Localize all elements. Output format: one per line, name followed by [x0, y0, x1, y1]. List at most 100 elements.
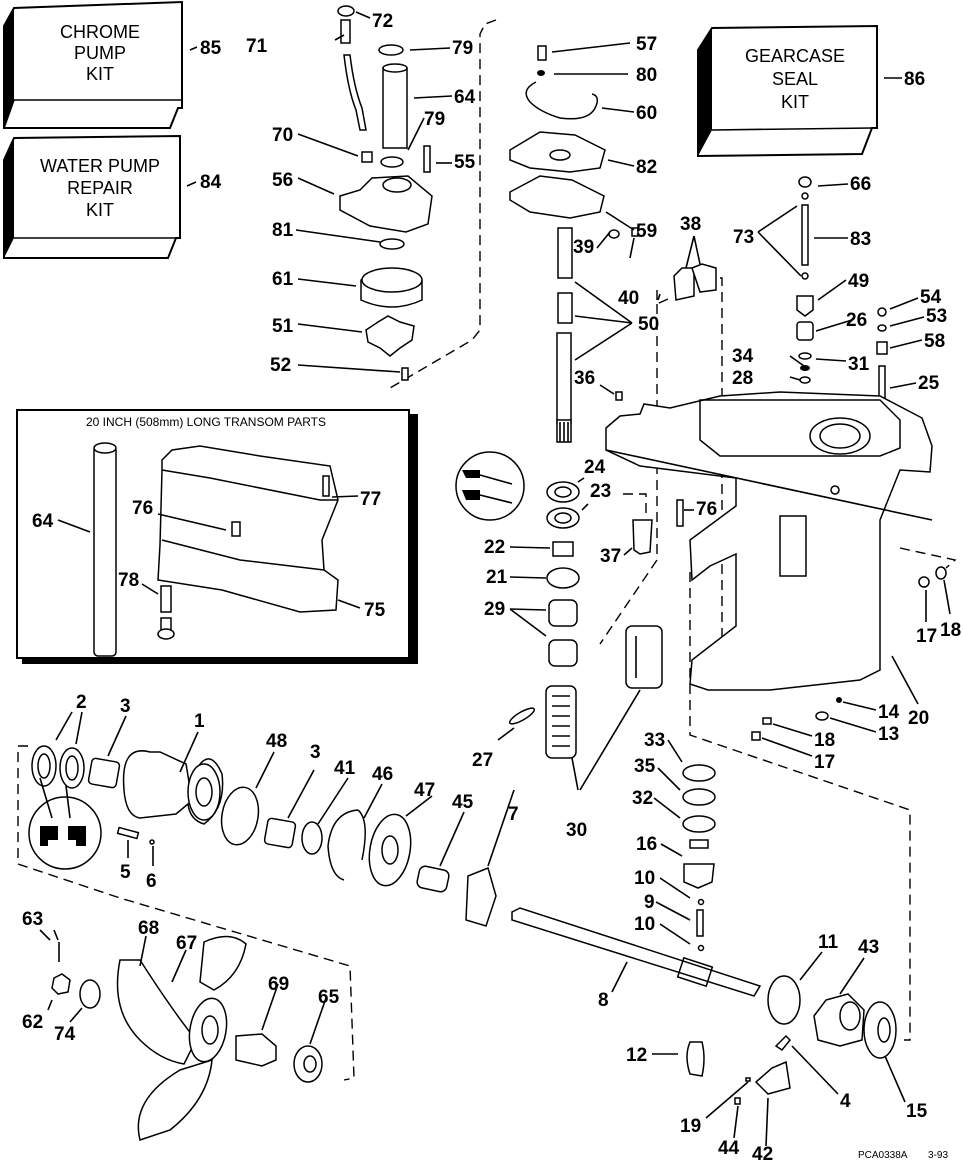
callout-72[interactable]: 72 [372, 11, 393, 32]
callout-40[interactable]: 40 [618, 288, 639, 309]
callout-23[interactable]: 23 [590, 481, 611, 502]
callout-33[interactable]: 33 [644, 730, 665, 751]
callout-25[interactable]: 25 [918, 373, 940, 394]
callout-34[interactable]: 34 [732, 346, 754, 367]
callout-18[interactable]: 18 [940, 620, 961, 641]
callout-31[interactable]: 31 [848, 354, 870, 375]
part-66-seal [798, 176, 812, 188]
callout-1[interactable]: 1 [194, 711, 205, 732]
callout-13[interactable]: 13 [878, 724, 899, 745]
callout-39[interactable]: 39 [573, 237, 594, 258]
callout-67[interactable]: 67 [176, 933, 197, 954]
callout-19[interactable]: 19 [680, 1116, 701, 1137]
callout-10[interactable]: 10 [634, 868, 655, 889]
callout-70[interactable]: 70 [272, 125, 293, 146]
callout-15[interactable]: 15 [906, 1101, 928, 1122]
callout-54[interactable]: 54 [920, 287, 942, 308]
callout-83[interactable]: 83 [850, 229, 871, 250]
callout-7[interactable]: 7 [508, 804, 519, 825]
callout-86[interactable]: 86 [904, 69, 925, 90]
callout-2[interactable]: 2 [76, 692, 87, 713]
callout-50[interactable]: 50 [638, 314, 659, 335]
callout-14[interactable]: 14 [878, 702, 900, 723]
callout-30[interactable]: 30 [566, 820, 587, 841]
callout-65[interactable]: 65 [318, 987, 340, 1008]
callout-8[interactable]: 8 [598, 990, 609, 1011]
water-screen-group [497, 625, 663, 791]
callout-32[interactable]: 32 [632, 788, 653, 809]
callout-61[interactable]: 61 [272, 269, 294, 290]
inset-callout-78[interactable]: 78 [118, 570, 139, 591]
callout-47[interactable]: 47 [414, 780, 435, 801]
callout-42[interactable]: 42 [752, 1144, 773, 1163]
callout-58[interactable]: 58 [924, 331, 945, 352]
callout-51[interactable]: 51 [272, 316, 294, 337]
callout-46[interactable]: 46 [372, 764, 393, 785]
inset-callout-75[interactable]: 75 [364, 600, 386, 621]
callout-84[interactable]: 84 [200, 172, 222, 193]
callout-37[interactable]: 37 [600, 546, 621, 567]
callout-48[interactable]: 48 [266, 731, 287, 752]
callout-41[interactable]: 41 [334, 758, 356, 779]
callout-4[interactable]: 4 [840, 1091, 851, 1112]
callout-3[interactable]: 3 [310, 742, 321, 763]
callout-36[interactable]: 36 [574, 368, 595, 389]
callout-73[interactable]: 73 [733, 227, 754, 248]
callout-76[interactable]: 76 [696, 499, 717, 520]
callout-79[interactable]: 79 [452, 38, 473, 59]
callout-81[interactable]: 81 [272, 220, 294, 241]
callout-79[interactable]: 79 [424, 109, 445, 130]
callout-62[interactable]: 62 [22, 1012, 43, 1033]
callout-16[interactable]: 16 [636, 834, 657, 855]
callout-12[interactable]: 12 [626, 1045, 647, 1066]
callout-85[interactable]: 85 [200, 38, 222, 59]
callout-57[interactable]: 57 [636, 34, 657, 55]
callout-69[interactable]: 69 [268, 974, 289, 995]
kit-box-chrome-pump[interactable]: CHROME PUMP KIT [3, 0, 183, 129]
inset-callout-76[interactable]: 76 [132, 498, 153, 519]
callout-82[interactable]: 82 [636, 157, 657, 178]
inset-callout-64[interactable]: 64 [32, 511, 54, 532]
callout-63[interactable]: 63 [22, 909, 43, 930]
callout-60[interactable]: 60 [636, 103, 657, 124]
callout-53[interactable]: 53 [926, 306, 947, 327]
part-81-seal [379, 238, 405, 250]
callout-64[interactable]: 64 [454, 87, 476, 108]
callout-3[interactable]: 3 [120, 696, 131, 717]
callout-22[interactable]: 22 [484, 537, 505, 558]
callout-80[interactable]: 80 [636, 65, 657, 86]
callout-6[interactable]: 6 [146, 871, 157, 892]
part-3-bearing [87, 757, 121, 789]
callout-9[interactable]: 9 [644, 892, 655, 913]
callout-44[interactable]: 44 [718, 1138, 740, 1159]
callout-17[interactable]: 17 [814, 752, 835, 773]
callout-27[interactable]: 27 [472, 750, 493, 771]
callout-45[interactable]: 45 [452, 792, 474, 813]
kit-box-water-pump-repair[interactable]: WATER PUMP REPAIR KIT [3, 134, 181, 259]
callout-20[interactable]: 20 [908, 708, 929, 729]
callout-29[interactable]: 29 [484, 599, 505, 620]
callout-38[interactable]: 38 [680, 214, 701, 235]
callout-66[interactable]: 66 [850, 174, 871, 195]
callout-10[interactable]: 10 [634, 914, 655, 935]
callout-68[interactable]: 68 [138, 918, 159, 939]
callout-18[interactable]: 18 [814, 730, 835, 751]
callout-24[interactable]: 24 [584, 457, 606, 478]
inset-callout-77[interactable]: 77 [360, 489, 381, 510]
callout-43[interactable]: 43 [858, 937, 879, 958]
callout-49[interactable]: 49 [848, 271, 869, 292]
callout-5[interactable]: 5 [120, 862, 131, 883]
callout-56[interactable]: 56 [272, 170, 293, 191]
callout-26[interactable]: 26 [846, 310, 867, 331]
callout-11[interactable]: 11 [818, 932, 839, 953]
callout-21[interactable]: 21 [486, 567, 508, 588]
callout-17[interactable]: 17 [916, 626, 937, 647]
callout-59[interactable]: 59 [636, 221, 657, 242]
callout-35[interactable]: 35 [634, 756, 656, 777]
callout-28[interactable]: 28 [732, 368, 753, 389]
callout-52[interactable]: 52 [270, 355, 291, 376]
callout-71[interactable]: 71 [246, 36, 268, 57]
callout-74[interactable]: 74 [54, 1024, 76, 1045]
callout-55[interactable]: 55 [454, 152, 476, 173]
kit-box-gearcase-seal[interactable]: GEARCASE SEAL KIT [697, 24, 878, 158]
